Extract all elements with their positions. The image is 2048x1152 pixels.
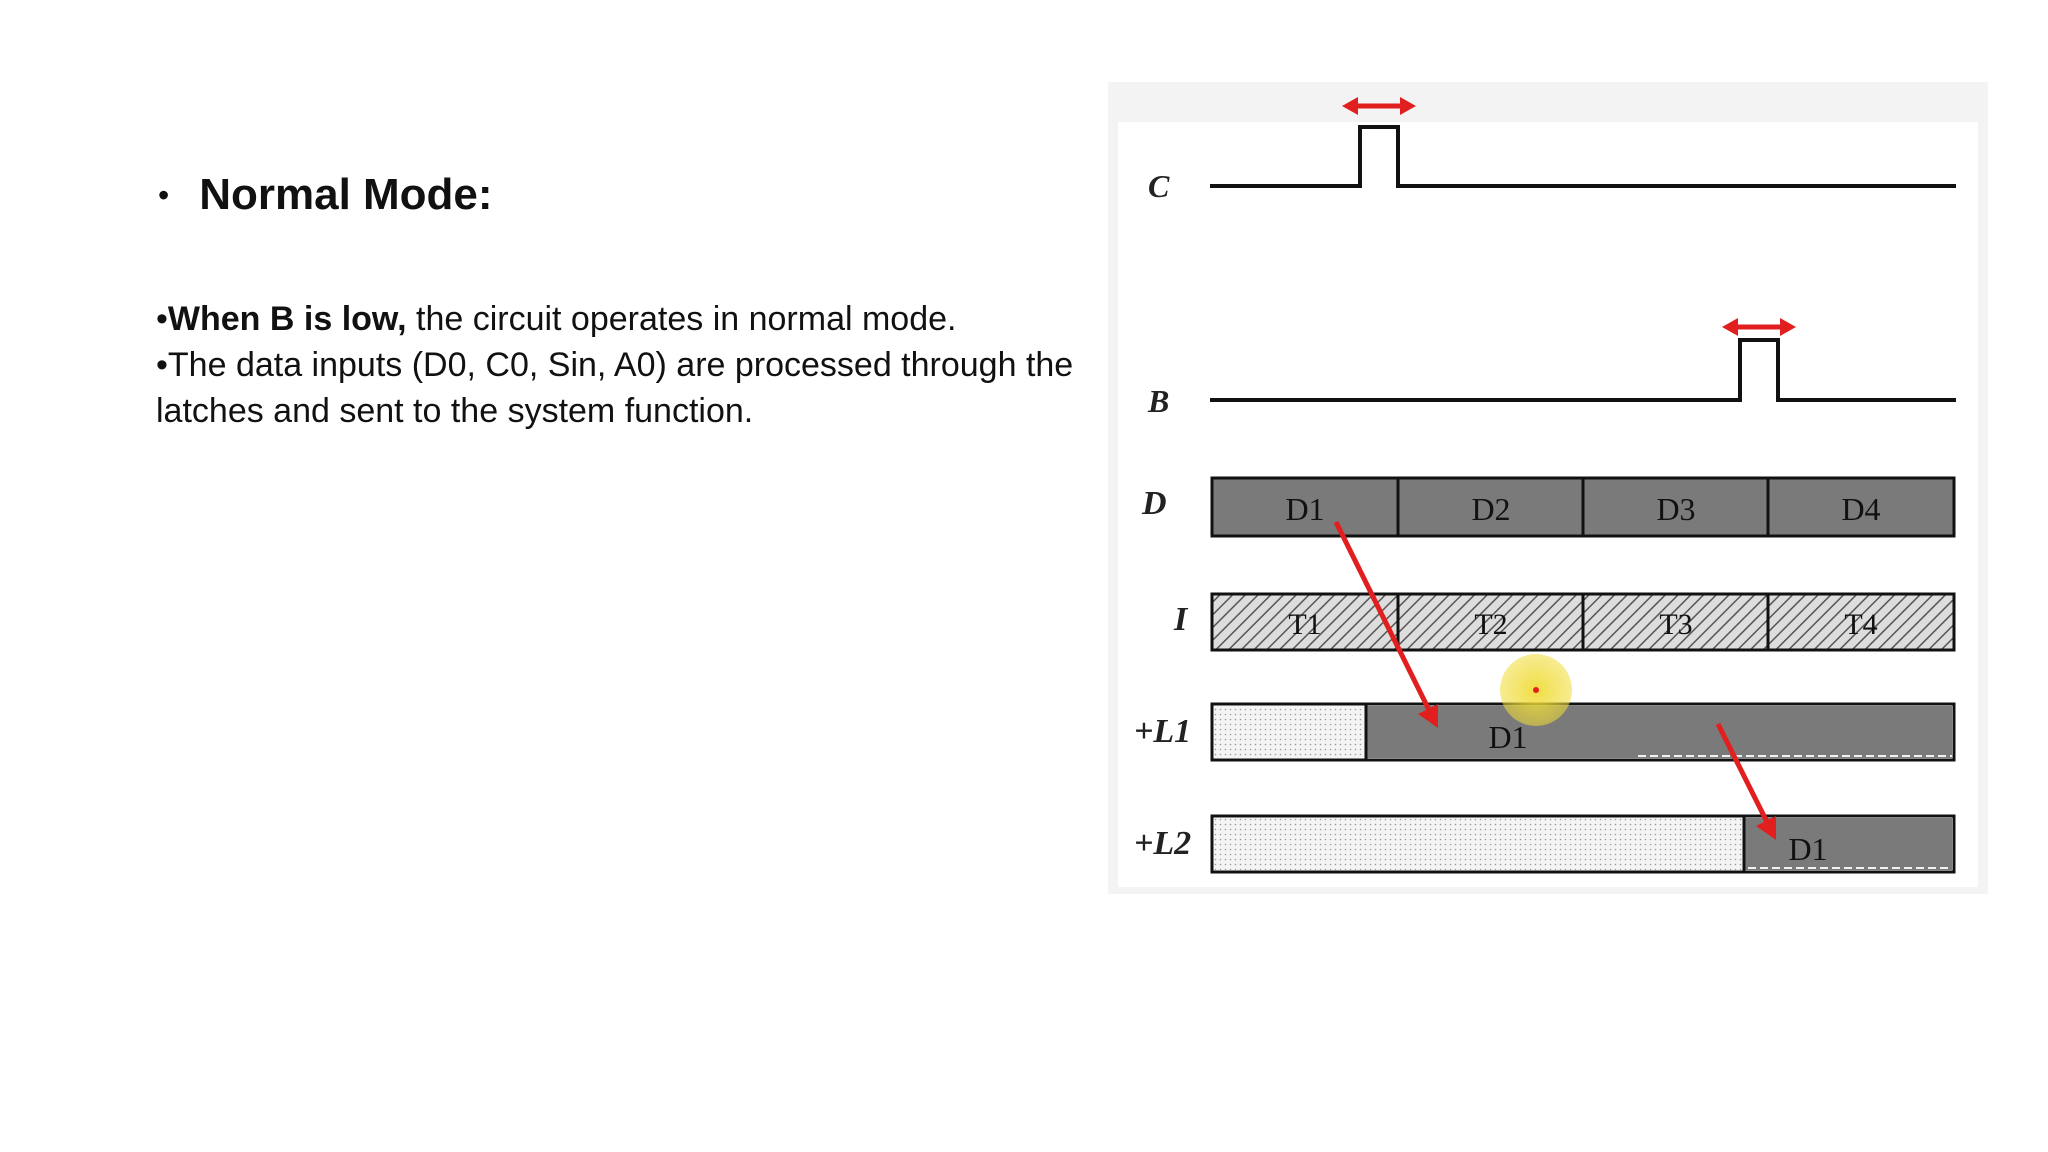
paragraph-1: •When B is low, the circuit operates in … xyxy=(156,296,1116,342)
row-d-segment-label: D3 xyxy=(1656,491,1695,527)
row-d-segment-label: D4 xyxy=(1841,491,1880,527)
bold-phrase: When B is low, xyxy=(167,300,407,338)
row-i-segment-label: T1 xyxy=(1288,608,1321,641)
signal-c-label: C xyxy=(1148,168,1170,204)
paragraph-text: the circuit operates in normal mode. xyxy=(406,300,957,338)
slide-body: •When B is low, the circuit operates in … xyxy=(156,296,1116,434)
timing-diagram: C B D D1 D2 D3 D4 I T1 T2 T3 xyxy=(1108,82,1988,894)
transfer-arrow-d-to-l1 xyxy=(1333,520,1438,728)
pulse-width-arrow-b xyxy=(1722,318,1796,336)
row-l2-undefined-region xyxy=(1214,818,1744,870)
row-l1-data-region xyxy=(1366,706,1952,758)
row-d-segment-label: D2 xyxy=(1471,491,1510,527)
row-l2-segment-label: D1 xyxy=(1788,831,1827,867)
bullet-icon: • xyxy=(158,176,170,213)
bullet-icon: • xyxy=(156,300,168,338)
row-i-segment-label: T3 xyxy=(1659,608,1692,641)
signal-c-waveform xyxy=(1210,125,1956,188)
paragraph-text: The data inputs (D0, C0, Sin, A0) are pr… xyxy=(156,346,1074,430)
row-i-segment-label: T4 xyxy=(1844,608,1877,641)
slide-heading: • Normal Mode: xyxy=(158,170,493,220)
signal-b-label: B xyxy=(1147,383,1169,419)
row-l1-segment-label: D1 xyxy=(1488,719,1527,755)
transfer-arrow-l1-to-l2 xyxy=(1715,722,1776,840)
row-l1-undefined-region xyxy=(1214,706,1366,758)
presenter-cursor-dot xyxy=(1533,687,1539,693)
paragraph-2: •The data inputs (D0, C0, Sin, A0) are p… xyxy=(156,342,1116,434)
bullet-icon: • xyxy=(156,346,168,384)
row-i-segment-label: T2 xyxy=(1474,608,1507,641)
signal-i-label: I xyxy=(1173,601,1189,638)
signal-l2-label: +L2 xyxy=(1134,825,1191,862)
pulse-width-arrow-c xyxy=(1342,97,1416,115)
timing-diagram-svg: C B D D1 D2 D3 D4 I T1 T2 T3 xyxy=(1108,82,1988,894)
signal-b-waveform xyxy=(1210,338,1956,402)
signal-d-label: D xyxy=(1141,485,1167,522)
row-l2-data-region xyxy=(1744,818,1952,870)
row-d-segment-label: D1 xyxy=(1285,491,1324,527)
signal-l1-label: +L1 xyxy=(1134,713,1191,750)
heading-text: Normal Mode: xyxy=(199,170,493,219)
